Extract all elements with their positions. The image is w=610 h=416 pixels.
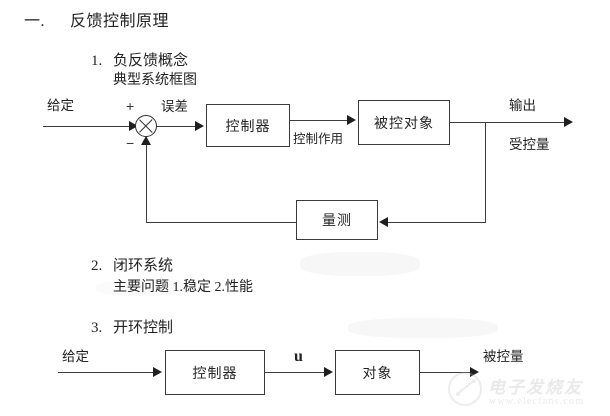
open-loop-plant-block: 对象 <box>335 350 420 395</box>
open-loop-output-label: 被控量 <box>483 349 524 364</box>
controller-block: 控制器 <box>206 104 290 147</box>
watermark-brand: 电子发烧友 <box>488 378 583 397</box>
page-title: 反馈控制原理 <box>70 13 170 30</box>
feedback-up-arrowhead <box>141 136 151 145</box>
watermark-logo-dot-icon <box>472 379 476 383</box>
minus-sign-label: − <box>126 135 135 151</box>
open-loop-controller-block: 控制器 <box>165 350 265 395</box>
open-loop-u-line <box>265 372 325 373</box>
feedback-to-measurement-arrowhead <box>379 217 388 227</box>
open-loop-input-arrowhead <box>153 367 162 377</box>
section-3-title: 开环控制 <box>113 320 174 336</box>
plant-block: 被控对象 <box>358 100 450 145</box>
open-loop-output-line <box>420 372 472 373</box>
open-loop-controller-label: 控制器 <box>192 366 238 382</box>
open-loop-plant-label: 对象 <box>362 366 393 382</box>
watermark-url: www.elecfans.com <box>489 396 585 407</box>
feedback-to-measurement-line <box>388 222 486 223</box>
open-loop-input-line <box>58 372 154 373</box>
control-action-label: 控制作用 <box>293 132 344 146</box>
open-loop-input-label: 给定 <box>62 349 89 364</box>
scan-smudge <box>300 252 420 276</box>
section-1-number: 1. <box>91 53 103 69</box>
open-loop-output-arrowhead <box>470 367 479 377</box>
measurement-block: 量测 <box>296 200 378 240</box>
section-2-title: 闭环系统 <box>113 258 174 274</box>
feedback-return-line <box>146 222 296 223</box>
summing-junction <box>135 115 157 137</box>
section-1-title: 负反馈概念 <box>113 53 189 69</box>
watermark-logo-dot-icon <box>456 392 460 396</box>
control-action-line <box>290 120 348 121</box>
feedback-up-line <box>146 144 147 223</box>
output-arrowhead <box>564 117 573 127</box>
error-arrowhead <box>195 121 204 131</box>
measurement-block-label: 量测 <box>322 214 352 229</box>
watermark-logo-line-icon <box>456 380 474 395</box>
feedback-down-line <box>485 122 486 223</box>
section-1-subtitle: 典型系统框图 <box>113 73 197 88</box>
scan-smudge <box>348 318 498 338</box>
plus-sign-label: + <box>126 98 135 114</box>
closed-loop-input-label: 给定 <box>47 98 74 113</box>
output-line <box>450 122 566 123</box>
input-line <box>43 126 131 127</box>
watermark-logo-icon <box>448 372 482 406</box>
controller-block-label: 控制器 <box>225 119 271 135</box>
plant-block-label: 被控对象 <box>374 116 434 132</box>
heading-number: 一. <box>24 13 46 30</box>
open-loop-signal-label: u <box>294 348 303 365</box>
section-2-number: 2. <box>91 258 103 274</box>
section-3-number: 3. <box>91 320 103 336</box>
open-loop-u-arrowhead <box>324 367 333 377</box>
output-label-top: 输出 <box>509 98 536 113</box>
output-label-bottom: 受控量 <box>509 137 550 152</box>
section-2-subtitle: 主要问题 1.稳定 2.性能 <box>113 280 253 295</box>
error-line <box>157 126 197 127</box>
error-label: 误差 <box>161 99 188 114</box>
control-action-arrowhead <box>347 115 356 125</box>
input-arrowhead <box>129 121 138 131</box>
